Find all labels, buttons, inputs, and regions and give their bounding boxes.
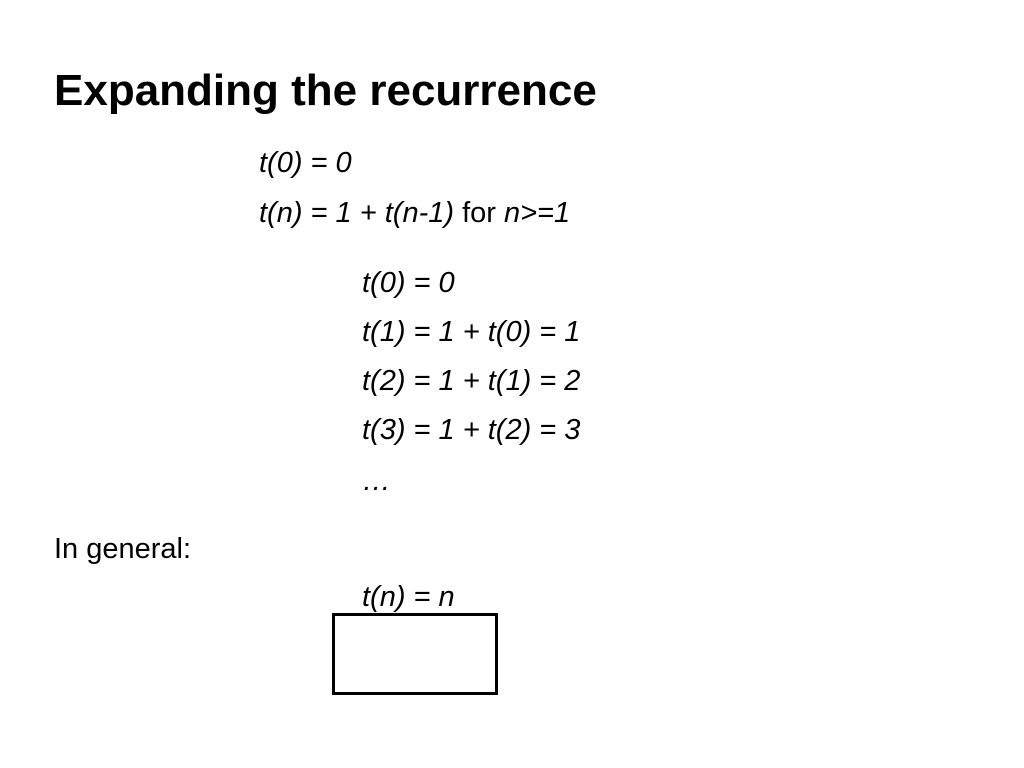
expansion-ellipsis: …	[362, 465, 391, 497]
slide-title: Expanding the recurrence	[54, 66, 597, 115]
expansion-step-2: t(2) = 1 + t(1) = 2	[362, 365, 581, 397]
result-highlight-box	[332, 613, 498, 695]
definition-recursive-line: t(n) = 1 + t(n-1) for n>=1	[259, 196, 570, 230]
expansion-step-3: t(3) = 1 + t(2) = 3	[362, 414, 581, 446]
definition-condition: n>=1	[503, 197, 571, 229]
expansion-step-0: t(0) = 0	[362, 267, 455, 299]
general-result: t(n) = n	[362, 581, 455, 613]
definition-base-case: t(0) = 0	[259, 147, 352, 179]
definition-connector: for	[462, 197, 496, 229]
general-label: In general:	[54, 533, 192, 565]
definition-recursive-case: t(n) = 1 + t(n-1)	[259, 197, 455, 229]
expansion-step-1: t(1) = 1 + t(0) = 1	[362, 316, 581, 348]
